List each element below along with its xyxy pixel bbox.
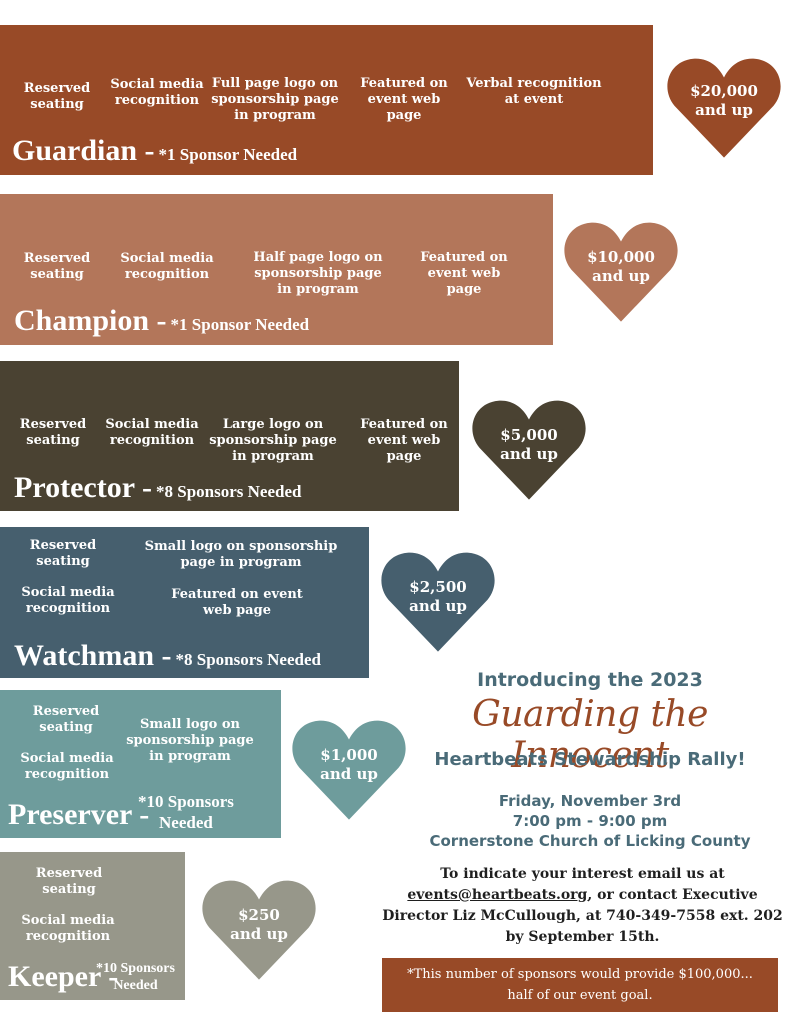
event-venue: Cornerstone Church of Licking County	[429, 832, 751, 850]
feature-web-page: Featured on event web page	[360, 76, 448, 123]
feature-logo: Full page logo on sponsorship page in pr…	[211, 76, 339, 123]
feature-reserved-seating: Reserved seating	[19, 417, 87, 448]
feature-logo: Small logo on sponsorship page in progra…	[126, 717, 254, 764]
feature-social-media: Social media recognition	[105, 417, 199, 448]
feature-reserved-seating: Reserved seating	[35, 866, 103, 897]
feature-logo: Small logo on sponsorship page in progra…	[144, 539, 338, 570]
feature-social-media: Social media recognition	[21, 585, 115, 616]
feature-reserved-seating: Reserved seating	[29, 538, 97, 569]
feature-reserved-seating: Reserved seating	[32, 704, 100, 735]
feature-verbal: Verbal recognition at event	[466, 76, 602, 107]
tier-name: Keeper -	[8, 960, 119, 993]
tier-preserver: Reserved seating Small logo on sponsorsh…	[0, 690, 281, 838]
feature-social-media: Social media recognition	[110, 77, 204, 108]
tier-guardian: Reserved seating Social media recognitio…	[0, 25, 653, 175]
event-date: Friday, November 3rd	[498, 792, 682, 810]
tier-name: Protector - *8 Sponsors Needed	[14, 471, 302, 504]
tier-watchman: Reserved seating Small logo on sponsorsh…	[0, 527, 369, 678]
feature-web-page: Featured on event web page	[360, 417, 448, 464]
feature-logo: Large logo on sponsorship page in progra…	[209, 417, 337, 464]
feature-reserved-seating: Reserved seating	[23, 81, 91, 112]
feature-reserved-seating: Reserved seating	[23, 251, 91, 282]
event-time: 7:00 pm - 9:00 pm	[512, 812, 668, 830]
tier-name: Champion - *1 Sponsor Needed	[14, 304, 310, 337]
email-link[interactable]: events@heartbeats.org	[407, 887, 588, 903]
tier-note: *10 Sponsors Needed	[138, 792, 234, 832]
intro-line: Introducing the 2023	[477, 669, 703, 691]
contact-text: To indicate your interest email us at ev…	[382, 866, 783, 945]
feature-logo: Half page logo on sponsorship page in pr…	[253, 250, 383, 297]
goal-box: *This number of sponsors would provide $…	[382, 958, 778, 1012]
tier-protector: Reserved seating Social media recognitio…	[0, 361, 459, 511]
tier-name: Preserver -	[8, 798, 150, 831]
tier-champion: Reserved seating Social media recognitio…	[0, 194, 553, 345]
event-title: Guarding the Innocent	[472, 694, 708, 776]
event-subtitle: Heartbeats Stewardship Rally!	[434, 749, 746, 770]
feature-web-page: Featured on event web page	[171, 587, 303, 618]
goal-note: *This number of sponsors would provide $…	[407, 967, 753, 1003]
tier-name: Watchman - *8 Sponsors Needed	[14, 639, 321, 672]
tier-keeper: Reserved seating Social media recognitio…	[0, 852, 185, 1000]
feature-social-media: Social media recognition	[20, 751, 114, 782]
tier-note: *10 Sponsors Needed	[96, 961, 175, 993]
feature-social-media: Social media recognition	[21, 913, 115, 944]
tier-name: Guardian - *1 Sponsor Needed	[12, 134, 298, 167]
feature-web-page: Featured on event web page	[420, 250, 508, 297]
feature-social-media: Social media recognition	[120, 251, 214, 282]
